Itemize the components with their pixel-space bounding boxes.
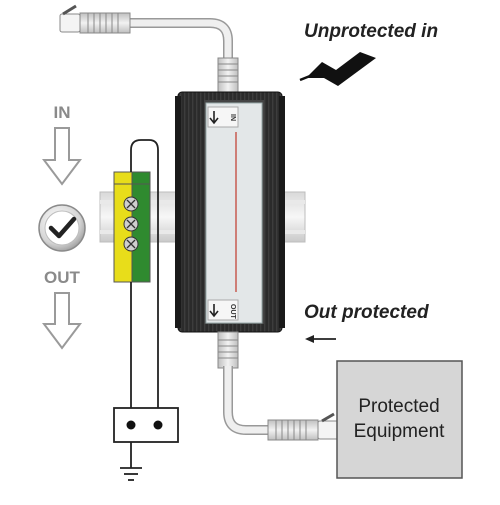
output-cable (223, 366, 272, 435)
in-port-arrow-icon (209, 111, 219, 125)
unprotected-in-label: Unprotected in (304, 21, 438, 42)
top-connector-boot (217, 57, 239, 95)
equipment-label-line1: Protected (358, 396, 439, 417)
out-label: OUT (44, 268, 81, 287)
equipment-label-line2: Equipment (354, 421, 446, 442)
lightning-bolt-icon (299, 52, 376, 86)
housing-panel (205, 102, 263, 324)
input-cable (128, 18, 233, 62)
out-port-arrow-icon (209, 304, 219, 318)
screw-terminal (123, 236, 139, 252)
in-port-text: IN (229, 114, 236, 121)
protected-equipment-box: Protected Equipment (336, 360, 463, 479)
output-plug (267, 412, 341, 441)
in-label: IN (54, 103, 71, 122)
screw-terminal (123, 216, 139, 232)
input-plug (59, 4, 131, 34)
bottom-connector-boot (217, 331, 239, 369)
in-port-label: IN (209, 111, 236, 125)
out-protected-label: Out protected (304, 302, 429, 323)
out-port-label: OUT (209, 304, 236, 320)
screw-terminal (123, 196, 139, 212)
ground-symbol-icon (120, 467, 142, 481)
earth-socket (113, 407, 179, 468)
arrow-down-icon (42, 127, 82, 186)
checkmark-icon (38, 204, 86, 252)
arrow-down-icon (42, 292, 82, 350)
earth-terminal-block (113, 171, 151, 283)
out-port-text: OUT (229, 304, 236, 320)
ground-wire (130, 139, 159, 430)
arrow-left-icon (305, 335, 336, 343)
